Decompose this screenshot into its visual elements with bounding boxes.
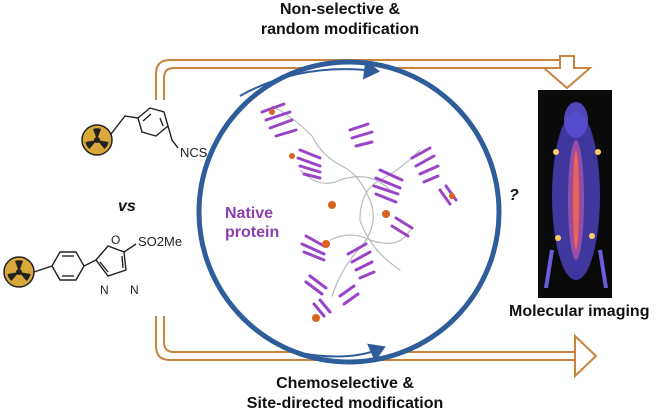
protein-label-line-2: protein: [225, 224, 280, 241]
bottom-caption: Chemoselective & Site-directed modificat…: [220, 374, 470, 414]
protein-label-line-1: Native: [225, 205, 274, 222]
ring-oxygen: O: [111, 233, 120, 247]
imaging-panel: [538, 90, 612, 298]
top-caption-line-1: Non-selective &: [279, 1, 401, 18]
radiation-icon: [81, 124, 113, 156]
bottom-caption-line-1: Chemoselective &: [276, 375, 414, 392]
sulfone-group: SO2Me: [138, 234, 182, 249]
bottom-arrow: [155, 316, 598, 379]
protein-circle: [196, 59, 502, 365]
ring-nitrogen-1: N: [100, 283, 109, 297]
top-caption-line-2: random modification: [260, 21, 420, 38]
imaging-caption: Molecular imaging: [509, 303, 650, 320]
top-arrow: [155, 55, 593, 100]
protein-label: Native protein: [225, 204, 295, 242]
ncs-group: NCS: [180, 145, 208, 160]
reagent-oxadiazole: O N N SO2Me: [3, 233, 182, 297]
top-caption: Non-selective & random modification: [215, 0, 465, 40]
question-mark: ?: [509, 187, 519, 204]
protein-structure: [260, 102, 458, 322]
radiation-icon: [3, 256, 35, 288]
vs-label: vs: [118, 198, 136, 215]
bottom-caption-line-2: Site-directed modification: [246, 395, 444, 412]
reagent-ncs: NCS: [81, 107, 208, 160]
ring-nitrogen-2: N: [130, 283, 139, 297]
